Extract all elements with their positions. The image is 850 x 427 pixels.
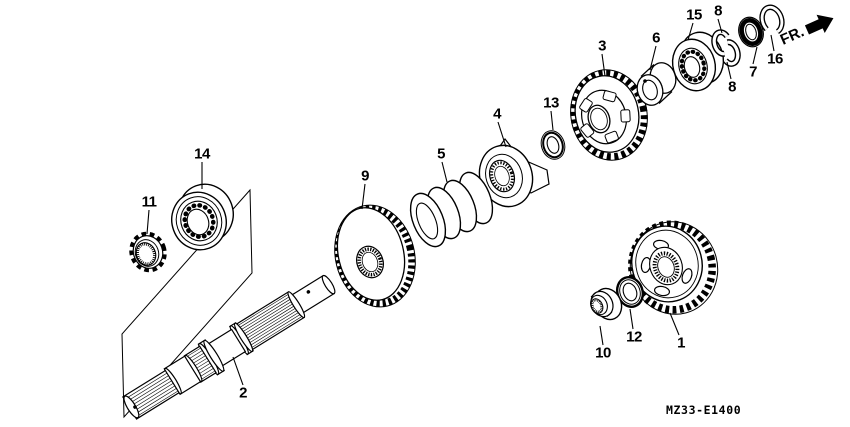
part-spring: [409, 171, 494, 248]
callout-7: 7: [749, 63, 757, 81]
callout-15: 15: [686, 6, 702, 24]
callout-1: 1: [677, 334, 685, 352]
diagram-code: MZ33-E1400: [666, 403, 742, 417]
leader-lines: [146, 18, 775, 386]
part-final-gear: [334, 204, 416, 308]
part-seal-washer: [738, 16, 764, 48]
callout-13: 13: [543, 94, 559, 112]
callout-5: 5: [437, 145, 445, 163]
part-snap-ring: [759, 4, 785, 36]
section-plane-outline: [121, 188, 253, 419]
part-bearing-14: [171, 183, 234, 251]
callout-9: 9: [361, 167, 369, 185]
part-starter-gear: [570, 69, 648, 161]
callout-6: 6: [652, 29, 660, 47]
fr-direction-indicator: FR.: [778, 14, 834, 49]
callout-8-upper: 8: [714, 2, 722, 20]
part-bearing-15: [671, 31, 725, 92]
callout-16: 16: [767, 50, 783, 68]
part-washer-12: [615, 276, 645, 308]
callout-2: 2: [239, 384, 247, 402]
part-split-washer-lower: [719, 39, 741, 67]
callout-4: 4: [493, 105, 501, 123]
part-driven-gear: [628, 220, 719, 315]
part-lock-nut: [129, 231, 167, 273]
callout-11: 11: [141, 193, 157, 211]
part-spring-seat: [478, 137, 550, 208]
callout-12: 12: [626, 328, 642, 346]
part-flange-nut: [590, 287, 623, 321]
callout-8-lower: 8: [728, 78, 736, 96]
callout-3: 3: [598, 37, 606, 55]
callout-14: 14: [194, 145, 210, 163]
callout-10: 10: [595, 344, 611, 362]
part-washer-13: [540, 130, 566, 160]
arrow-right-icon: [804, 14, 834, 35]
part-split-washer-upper: [711, 29, 733, 57]
part-shaft: [122, 274, 336, 420]
part-collar: [636, 62, 677, 106]
